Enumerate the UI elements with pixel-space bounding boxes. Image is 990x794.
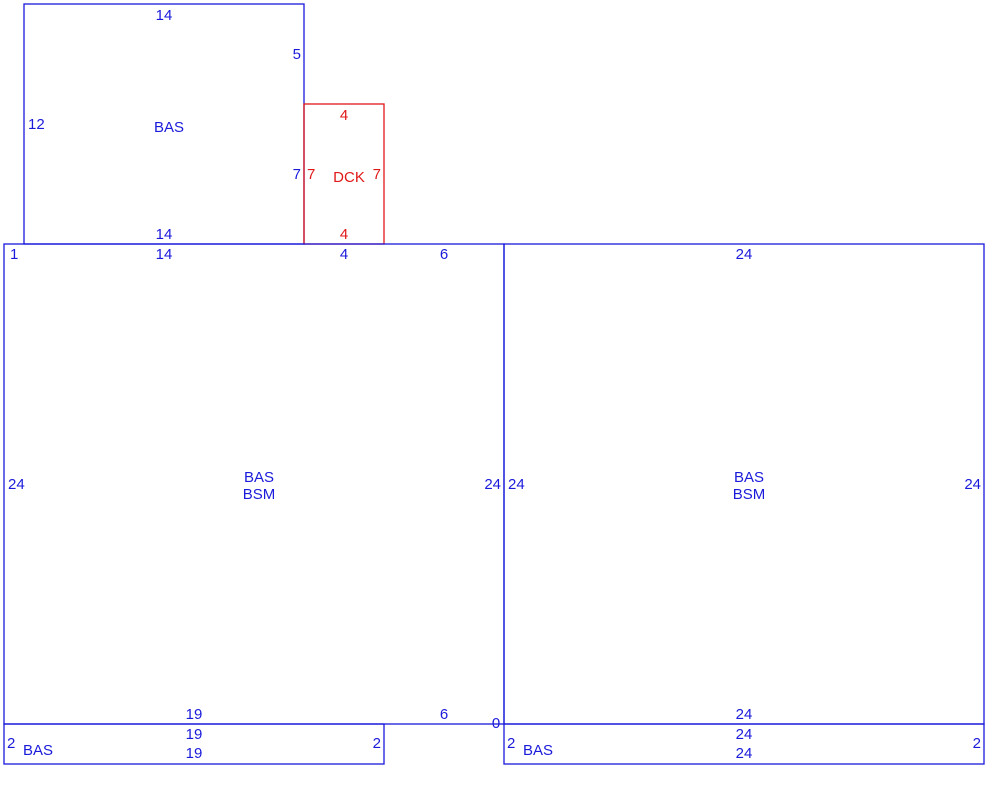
upper-bas-dim-left: 12 bbox=[28, 116, 45, 133]
left-strip-dim-right: 2 bbox=[373, 735, 381, 752]
left-strip-dim-bottom: 19 bbox=[186, 745, 203, 762]
right-strip-code: BAS bbox=[523, 742, 553, 759]
right-strip-dim-top: 24 bbox=[736, 726, 753, 743]
upper-bas-dim-right-upper: 5 bbox=[293, 46, 301, 63]
right-main-code-1: BAS bbox=[734, 469, 764, 486]
left-strip-dim-top: 19 bbox=[186, 726, 203, 743]
upper-bas-code: BAS bbox=[154, 119, 184, 136]
upper-bas-dim-top: 14 bbox=[156, 7, 173, 24]
right-main-dim-bottom: 24 bbox=[736, 706, 753, 723]
right-main-dim-left: 24 bbox=[508, 476, 525, 493]
left-strip-outline bbox=[3, 723, 385, 765]
left-main-dim-bottom-b: 6 bbox=[440, 706, 448, 723]
right-strip-dim-right: 2 bbox=[973, 735, 981, 752]
upper-bas-dim-bottom: 14 bbox=[156, 226, 173, 243]
deck-dim-top: 4 bbox=[340, 107, 348, 124]
right-strip-dim-left: 2 bbox=[507, 735, 515, 752]
upper-bas-dim-right-lower: 7 bbox=[293, 166, 301, 183]
right-main-dim-top: 24 bbox=[736, 246, 753, 263]
left-main-dim-top-c: 6 bbox=[440, 246, 448, 263]
left-main-code-2: BSM bbox=[243, 486, 276, 503]
left-main-dim-left: 24 bbox=[8, 476, 25, 493]
deck-dim-bottom: 4 bbox=[340, 226, 348, 243]
deck-code: DCK bbox=[333, 169, 365, 186]
left-main-dim-corner: 1 bbox=[10, 246, 18, 263]
left-main-dim-right: 24 bbox=[484, 476, 501, 493]
left-main-code-1: BAS bbox=[244, 469, 274, 486]
left-strip-code: BAS bbox=[23, 742, 53, 759]
deck-dim-right: 7 bbox=[373, 166, 381, 183]
left-strip-dim-left: 2 bbox=[7, 735, 15, 752]
right-strip-dim-bottom: 24 bbox=[736, 745, 753, 762]
left-main-dim-top-a: 14 bbox=[156, 246, 173, 263]
right-main-dim-corner: 0 bbox=[492, 715, 500, 732]
left-main-dim-top-b: 4 bbox=[340, 246, 348, 263]
deck-dim-left: 7 bbox=[307, 166, 315, 183]
left-main-dim-bottom-a: 19 bbox=[186, 706, 203, 723]
right-main-code-2: BSM bbox=[733, 486, 766, 503]
right-strip-outline bbox=[503, 723, 985, 765]
right-main-dim-right: 24 bbox=[964, 476, 981, 493]
